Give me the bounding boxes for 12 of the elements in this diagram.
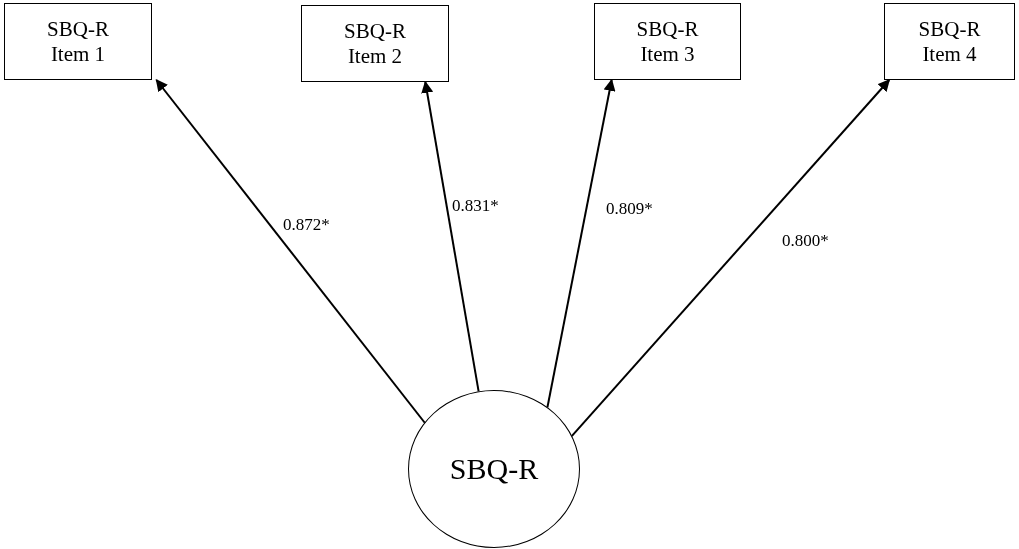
node-label: SBQ-R Item 3 (635, 17, 700, 66)
indicator-box (301, 5, 449, 82)
indicator-box (4, 3, 152, 80)
node-label: SBQ-R Item 4 (917, 17, 982, 66)
indicator-box (594, 3, 741, 80)
node-label: SBQ-R (449, 451, 539, 487)
arrow (155, 79, 426, 424)
node-label: SBQ-R Item 2 (343, 19, 407, 68)
indicator-box (884, 3, 1015, 80)
arrow (570, 79, 891, 438)
node-label: SBQ-R Item 1 (46, 17, 110, 66)
arrow (421, 80, 480, 393)
